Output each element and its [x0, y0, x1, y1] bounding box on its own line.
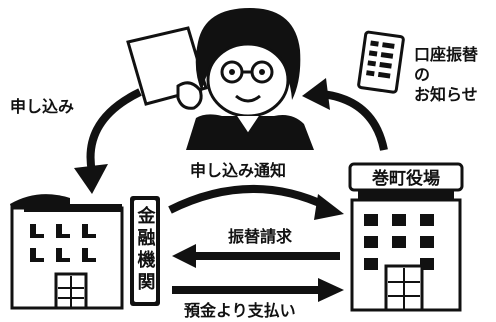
label-payment: 預金より支払い: [184, 301, 296, 320]
notice-label-line2: の: [414, 65, 430, 84]
label-apply: 申し込み: [10, 97, 74, 116]
arrow-apply-notice-head: [314, 194, 344, 220]
person-hand: [176, 81, 203, 110]
town-office-name: 巻町役場: [371, 168, 440, 189]
arrow-payment-head: [318, 278, 344, 302]
notice-label-line3: お知らせ: [414, 85, 478, 104]
label-transfer-request: 振替請求: [228, 227, 293, 246]
bank-sign-text: 金融機関: [135, 205, 157, 294]
arrow-apply: [86, 88, 142, 173]
person-face: [206, 42, 290, 118]
town-office-building: [348, 162, 464, 312]
arrow-notice-head: [302, 78, 330, 110]
person-mouth: [235, 94, 261, 103]
arrow-apply-notice: [168, 184, 328, 214]
arrow-notice: [321, 90, 388, 151]
arrow-apply-head: [74, 164, 108, 194]
notice-label-line1: 口座振替: [414, 45, 478, 64]
label-apply-notice: 申し込み通知: [190, 161, 286, 180]
person-figure: [126, 8, 314, 150]
arrow-transfer-request-head: [172, 244, 196, 268]
notice-card: [357, 30, 405, 94]
bank-building: [10, 194, 160, 310]
